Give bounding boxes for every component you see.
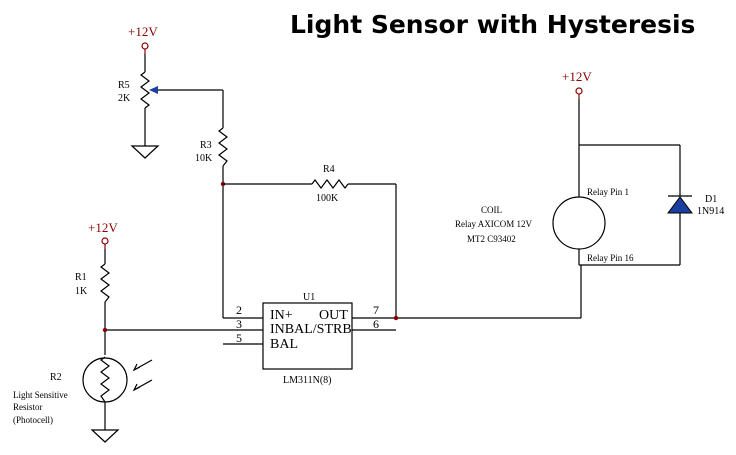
supply-terminal-icon <box>101 237 109 249</box>
u1-part: LM311N(8) <box>283 375 332 386</box>
resistor-icon <box>100 263 110 303</box>
resistor-icon <box>311 179 349 189</box>
photocell-icon <box>82 356 128 403</box>
r5-ref: R5 <box>118 80 130 91</box>
u1-pin-5: 5 <box>236 331 242 345</box>
d1-value: 1N914 <box>697 206 724 217</box>
u1-body <box>262 302 353 370</box>
resistor-icon <box>218 127 228 167</box>
r2-desc-line1: Light Sensitive <box>13 390 68 400</box>
potentiometer-icon <box>140 71 220 109</box>
u1-label-out: OUT <box>319 308 348 323</box>
relay-model-line2: MT2 C93402 <box>467 234 516 244</box>
relay-model-line1: Relay AXICOM 12V <box>455 219 532 229</box>
r5-value: 2K <box>118 93 131 104</box>
supply-terminal-icon <box>141 42 149 54</box>
relay-coil-label: COIL <box>481 205 502 215</box>
u1-pin-7: 7 <box>373 303 379 317</box>
d1-ref: D1 <box>705 194 717 205</box>
relay-coil-icon <box>552 196 606 250</box>
supply-terminal-icon <box>575 87 583 99</box>
diode-icon <box>667 195 693 265</box>
u1-label-in-plus: IN+ <box>270 308 293 323</box>
page-title: Light Sensor with Hysteresis <box>290 10 695 39</box>
r2-desc-line2: Resistor <box>13 402 43 412</box>
r2-desc-line3: (Photocell) <box>13 415 53 425</box>
junction-node <box>102 327 108 333</box>
u1-label-bal: BAL <box>270 337 298 352</box>
u1-pin-3: 3 <box>236 317 242 331</box>
r3-value: 10K <box>195 153 213 164</box>
u1-ref: U1 <box>303 292 315 303</box>
r1-value: 1K <box>75 286 88 297</box>
r4-value: 100K <box>316 193 339 204</box>
r1-ref: R1 <box>75 272 87 283</box>
ground-icon <box>90 429 120 443</box>
relay-pin-bottom: Relay Pin 16 <box>587 253 634 263</box>
relay-pin-top: Relay Pin 1 <box>587 187 629 197</box>
r2-ref: R2 <box>50 372 62 383</box>
junction-node <box>393 315 399 321</box>
r4-ref: R4 <box>323 164 335 175</box>
r3-ref: R3 <box>200 140 212 151</box>
u1-pin-6: 6 <box>373 317 379 331</box>
r5-supply-label: +12V <box>128 24 158 39</box>
r1-supply-label: +12V <box>88 220 118 235</box>
ground-icon <box>130 145 160 159</box>
light-arrow-icon <box>132 359 153 392</box>
u1-pin-2: 2 <box>236 303 242 317</box>
u1-label-inbal: INBAL/STRB <box>270 322 352 337</box>
relay-supply-label: +12V <box>562 69 592 84</box>
